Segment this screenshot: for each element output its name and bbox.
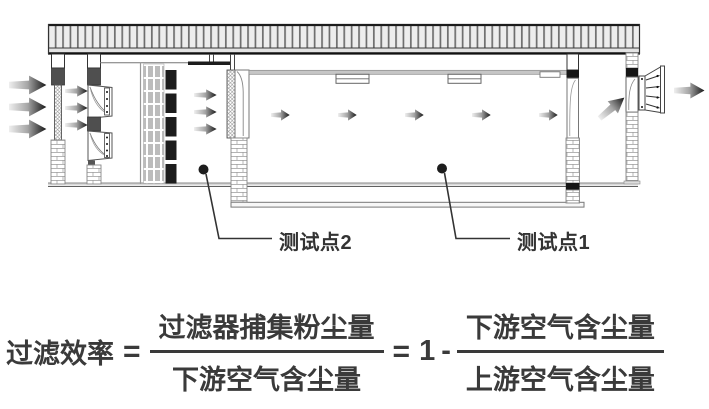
- duct-diagram: [9, 23, 705, 240]
- exhaust-wall: [623, 52, 641, 185]
- fraction-numerator: 下游空气含尘量: [456, 306, 664, 353]
- outlet-airflow-arrow-icon: [674, 82, 705, 99]
- test-point-2-marker: [198, 164, 272, 240]
- inlet-airflow-arrows-icon: [9, 75, 47, 139]
- minus-sign: -: [441, 335, 451, 367]
- ceiling-fixture: [539, 71, 561, 78]
- equals-sign: =: [392, 334, 411, 368]
- efficiency-formula: 过滤效率 = 过滤器捕集粉尘量 下游空气含尘量 = 1 - 下游空气含尘量 上游…: [6, 306, 664, 397]
- equals-sign: =: [123, 334, 141, 368]
- post-filter-airflow-arrows-icon: [194, 89, 217, 135]
- fraction-denominator: 下游空气含尘量: [172, 365, 362, 395]
- formula-lhs: 过滤效率: [6, 339, 114, 369]
- hepa-filter-bank: [100, 54, 231, 184]
- test-point-1-marker: [437, 163, 510, 240]
- chamber-ceiling: [248, 69, 568, 75]
- exhaust-fan-icon: [638, 65, 665, 114]
- test-point-1-label: 测试点1: [517, 232, 591, 254]
- test-chamber: [226, 53, 580, 204]
- fraction-numerator: 过滤器捕集粉尘量: [149, 306, 384, 353]
- duct-floor: [48, 182, 638, 187]
- roof-hatching: [47, 23, 641, 55]
- ceiling-fixture: [447, 73, 482, 84]
- test-point-2-label: 测试点2: [279, 232, 353, 254]
- fraction-downstream-over-upstream: 下游空气含尘量 上游空气含尘量: [456, 306, 664, 397]
- chamber-base-plate: [230, 201, 585, 208]
- pre-filter-screen: [50, 53, 66, 185]
- mid-airflow-arrows-icon: [65, 85, 88, 131]
- chamber-airflow-arrows-icon: [271, 109, 558, 121]
- fraction-captured-over-downstream: 过滤器捕集粉尘量 下游空气含尘量: [149, 306, 384, 397]
- upward-airflow-arrow-icon: [594, 91, 630, 125]
- chamber-outlet-wall: [565, 53, 580, 204]
- fraction-denominator: 上游空气含尘量: [465, 365, 655, 395]
- bag-filter-unit: [86, 53, 113, 185]
- constant-one: 1: [419, 335, 436, 367]
- ceiling-fixture: [335, 73, 370, 84]
- chamber-inlet-screen: [226, 69, 236, 139]
